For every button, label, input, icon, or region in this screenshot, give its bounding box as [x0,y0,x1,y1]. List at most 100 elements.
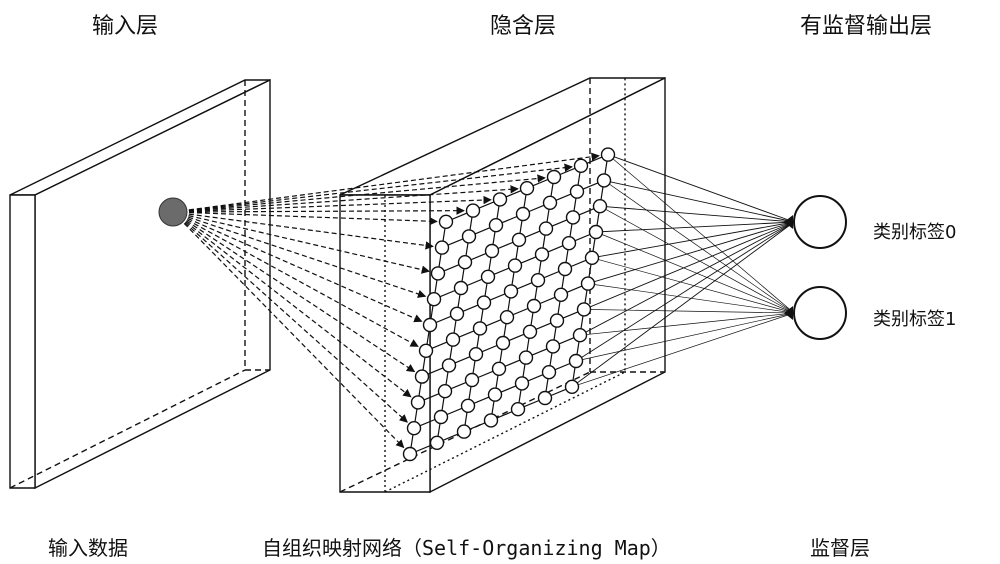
som-node-r4-c0 [418,343,434,358]
som-node-r7-c0 [430,266,446,281]
som-node-r2-c6 [572,328,588,343]
hidden-layer-title: 隐含层 [490,14,557,39]
som-node-r0-c1 [429,435,445,450]
output-link-2 [575,221,795,362]
som-node-r3-c0 [414,369,430,384]
input-arrow-9 [172,211,438,226]
som-node-r5-c4 [530,273,546,288]
output-link-15 [599,205,795,314]
som-node-r3-c4 [522,324,538,339]
som-node-r2-c1 [437,384,453,399]
input-arrow-2 [172,211,412,398]
som-node-r8-c3 [515,206,531,222]
som-node-r5-c3 [503,284,519,299]
som-caption-suffix: ） [650,536,671,560]
som-node-r8-c5 [569,184,585,199]
som-node-r9-c4 [546,169,562,185]
som-node-r9-c2 [492,192,508,207]
output-connector-1 [784,306,793,320]
som-node-r8-c4 [542,195,558,211]
class-label-0: 类别标签0 [873,222,957,243]
hidden-slab [339,76,666,494]
som-grid [402,147,616,462]
output-node-1 [793,286,847,340]
som-node-r7-c5 [565,210,581,225]
output-link-5 [579,312,795,336]
som-node-r3-c2 [468,347,484,362]
som-node-r5-c0 [422,317,438,333]
input-layer-title: 输入层 [92,14,159,39]
output-link-14 [599,205,795,223]
som-node-r0-c4 [510,402,526,417]
input-arrow-8 [172,211,434,250]
input-arrow-1 [172,211,408,423]
output-link-16 [603,179,795,223]
input-arrow-7 [172,211,431,274]
som-node-r7-c1 [457,255,473,270]
som-node-r6-c3 [507,258,523,273]
output-link-10 [591,221,795,259]
output-link-4 [579,221,795,336]
som-node-r0-c3 [483,413,499,428]
som-node-r2-c3 [491,361,507,376]
som-node-r2-c2 [464,372,480,388]
som-node-r8-c2 [488,217,504,233]
som-node-r1-c5 [541,365,557,380]
som-caption-en: Self-Organizing Map [422,536,651,560]
som-node-r0-c0 [402,446,418,462]
som-node-r7-c4 [538,221,554,236]
som-node-r7-c6 [592,198,608,214]
som-node-r1-c1 [433,409,449,425]
som-node-r9-c6 [600,147,616,162]
som-node-r8-c6 [596,173,612,188]
som-node-r4-c1 [445,332,461,347]
input-to-som-arrows [172,152,600,449]
som-node-r2-c0 [410,395,426,410]
input-slab [9,78,271,490]
som-node-r0-c5 [537,390,553,406]
som-node-r6-c6 [588,224,604,240]
som-node-r3-c6 [576,302,592,317]
output-nodes [784,195,847,340]
input-arrow-10 [172,206,465,215]
som-node-r0-c6 [564,379,580,394]
som-node-r1-c3 [487,387,503,402]
output-link-11 [591,257,795,314]
input-arrow-6 [172,211,427,298]
som-node-r2-c5 [545,339,561,354]
som-node-r1-c6 [568,353,584,369]
output-node-0 [793,195,847,249]
output-link-3 [575,312,795,362]
output-link-0 [571,221,795,388]
output-link-1 [571,312,795,388]
input-arrow-12 [172,185,519,213]
som-node-r9-c0 [438,214,454,230]
input-arrow-3 [172,211,416,373]
output-link-7 [583,309,795,314]
som-node-r4-c5 [553,287,569,302]
output-link-19 [607,154,795,314]
class-label-1: 类别标签1 [873,309,957,330]
output-link-8 [587,221,795,285]
som-node-r4-c2 [472,321,488,336]
output-link-18 [607,154,795,223]
input-arrow-4 [172,211,419,347]
som-node-r4-c6 [580,276,596,291]
input-arrow-14 [172,163,573,213]
som-node-r1-c0 [406,421,422,436]
som-node-r5-c5 [557,261,573,277]
som-node-r6-c1 [453,280,469,296]
som-node-r5-c2 [476,295,492,310]
output-link-6 [583,221,795,310]
som-node-r7-c3 [511,232,527,248]
som-node-r9-c3 [519,180,535,196]
som-node-r1-c2 [460,398,476,413]
som-node-r9-c1 [465,203,481,218]
output-link-17 [603,180,795,314]
som-node-r6-c2 [480,269,496,284]
som-to-output-links [571,154,795,388]
som-node-r6-c4 [534,247,550,262]
som-node-r6-c0 [426,292,442,307]
